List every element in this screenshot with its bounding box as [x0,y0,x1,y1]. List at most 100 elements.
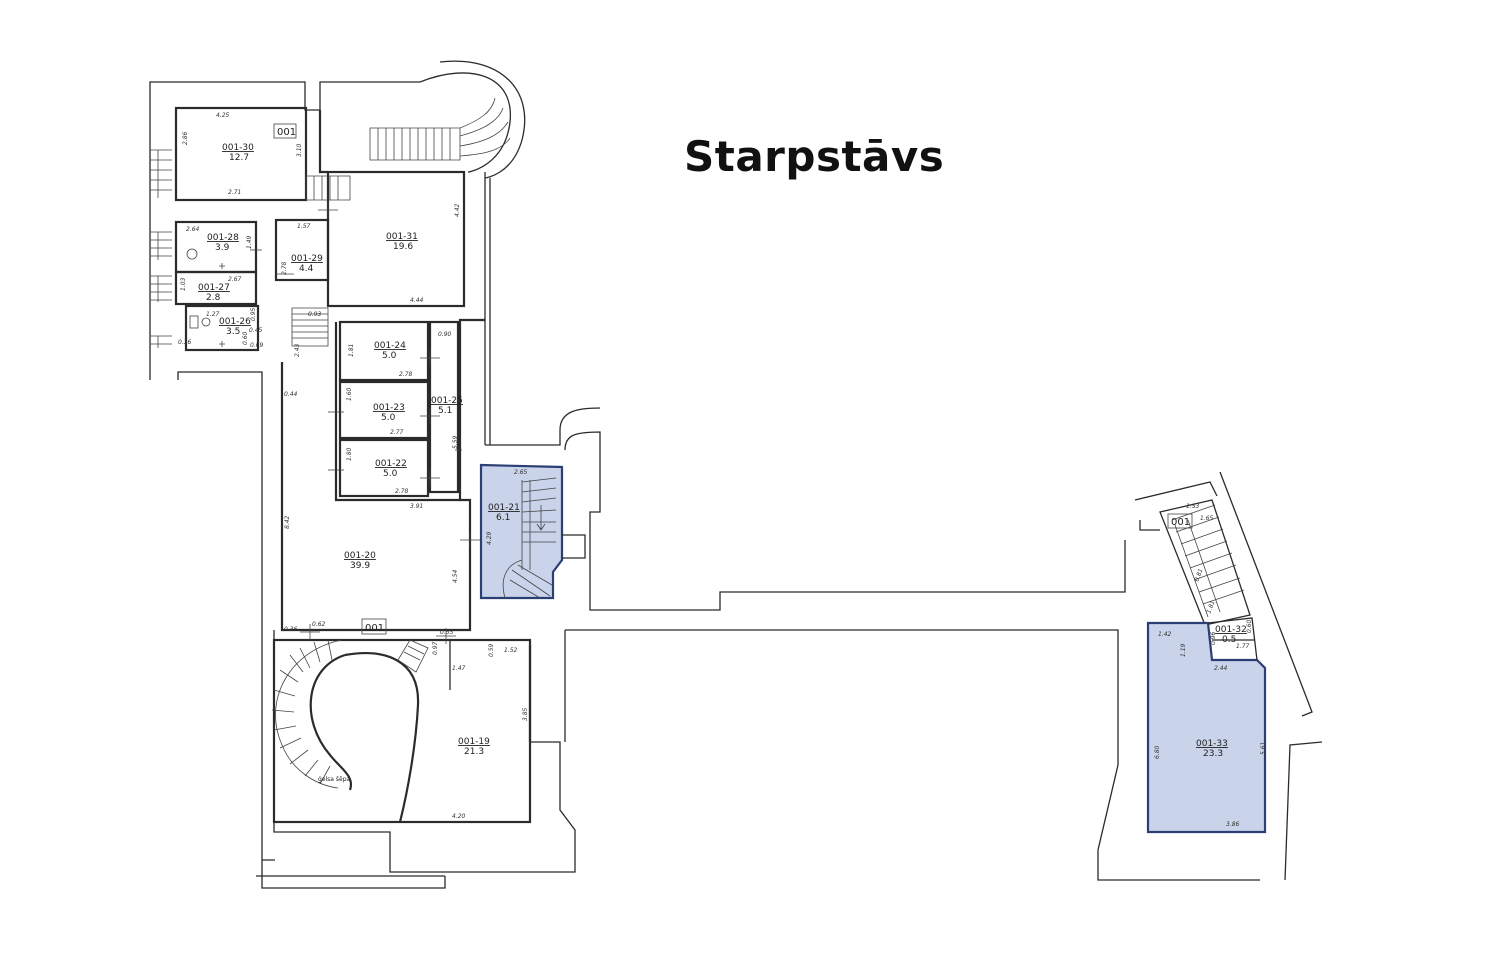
dim-label: 6.80 [1154,745,1161,759]
dim-label: 0.59 [488,643,495,657]
dim-label: 1.81 [348,344,355,357]
dim-label: 4.29 [486,531,493,545]
room-id-001-21: 001-21 [488,503,520,513]
room-001-21-highlight [479,463,586,600]
dim-label: 0.45 [249,327,263,334]
dim-label: 0.95 [250,307,257,321]
stair-note: ģelsa šēpa [318,776,351,783]
dim-label: 2.86 [182,131,189,145]
dim-label: 5.61 [1260,742,1267,755]
door-marks [186,202,480,644]
room-walls [174,106,532,824]
room-id-001-20: 001-20 [344,551,376,561]
dim-label: 2.78 [395,488,409,495]
dim-label: 1.49 [246,235,253,249]
dim-label: 0.36 [284,626,298,633]
dim-label: 2.43 [294,343,301,357]
dim-label: 2.44 [1214,665,1228,672]
dim-label: 4.44 [410,297,424,304]
room-id-001-19: 001-19 [458,737,490,747]
dim-label: 0.90 [438,331,452,338]
room-id-001-32: 001-32 [1215,625,1247,635]
dim-label: 2.77 [390,429,404,436]
dim-label: 1.65 [1200,515,1214,522]
room-area-001-21: 6.1 [496,513,510,523]
room-001-33-highlight [1146,617,1267,834]
dim-label: 0.55 [440,629,454,636]
room-id-001-29: 001-29 [291,254,323,264]
dim-label: 5.59 [452,435,459,449]
dim-label: 1.52 [504,647,518,654]
room-id-001-33: 001-33 [1196,739,1228,749]
room-area-001-29: 4.4 [299,264,314,274]
room-id-001-24: 001-24 [374,341,406,351]
dim-label: 1.47 [452,665,466,672]
top-stair [291,97,511,347]
dimension-labels: 4.25 2.86 3.10 2.71 4.42 2.64 1.49 1.57 … [178,112,1267,828]
room-id-001-26: 001-26 [219,317,251,327]
dim-label: 0.81 [1193,568,1204,583]
dim-label: 0.69 [250,342,264,349]
dim-label: 3.85 [522,707,529,721]
dim-label: 0.44 [284,391,298,398]
dim-label: 1.53 [1186,503,1200,510]
dim-label: 2.65 [514,469,528,476]
room-id-001-28: 001-28 [207,233,239,243]
dim-label: 4.20 [452,813,466,820]
room-area-001-25: 5.1 [438,406,452,416]
dim-label: 8.42 [284,515,291,529]
dim-label: 1.77 [1236,643,1250,650]
outer-walls [149,60,1323,889]
dim-label: 1.19 [1180,643,1187,657]
unit-tag-3: 001 [1171,517,1190,528]
dim-label: 1.81 [1205,600,1216,615]
dim-label: 3.10 [296,143,303,157]
room-id-001-23: 001-23 [373,403,405,413]
dim-label: 0.36 [178,339,192,346]
dim-label: 4.54 [452,569,459,583]
dim-label: 1.60 [346,387,353,401]
dim-label: 3.91 [410,503,423,510]
dim-label: 2.71 [228,189,241,196]
room-area-001-22: 5.0 [383,469,398,479]
room-area-001-19: 21.3 [464,747,484,757]
dim-label: 0.97 [432,641,439,655]
room-id-001-22: 001-22 [375,459,407,469]
room-id-001-27: 001-27 [198,283,230,293]
perimeter-stairs [150,149,172,348]
dim-label: 1.42 [1158,631,1172,638]
dim-label: 0.60 [1246,619,1253,633]
unit-tag-1: 001 [277,127,296,138]
room-area-001-32: 0.5 [1222,635,1236,645]
dim-label: 0.96 [1210,631,1217,645]
room-area-001-28: 3.9 [215,243,230,253]
unit-tag-2: 001 [365,623,384,634]
dim-label: 0.93 [308,311,322,318]
room-area-001-23: 5.0 [381,413,396,423]
room-id-001-30: 001-30 [222,143,254,153]
dim-label: 1.80 [346,447,353,461]
room-id-001-25: 001-25 [431,396,463,406]
room-area-001-24: 5.0 [382,351,397,361]
dim-label: 2.67 [228,276,242,283]
room-area-001-33: 23.3 [1203,749,1223,759]
floor-title: Starpstāvs [684,132,945,181]
room-area-001-31: 19.6 [393,242,413,252]
room-area-001-26: 3.5 [226,327,240,337]
room-id-001-31: 001-31 [386,232,418,242]
dim-label: 4.42 [454,203,461,217]
spiral-stair [271,639,429,823]
dim-label: 1.27 [206,311,220,318]
dim-label: 2.78 [399,371,413,378]
dim-label: 0.62 [312,621,326,628]
dim-label: 1.57 [297,223,311,230]
dim-label: 2.78 [281,261,288,275]
dim-label: 1.03 [180,277,187,291]
room-area-001-27: 2.8 [206,293,221,303]
room-labels: 001-30 12.7 001-31 19.6 001-28 3.9 001-2… [198,143,1247,783]
room-area-001-20: 39.9 [350,561,370,571]
room-area-001-30: 12.7 [229,153,249,163]
dim-label: 3.86 [1226,821,1240,828]
dim-label: 4.25 [216,112,230,119]
